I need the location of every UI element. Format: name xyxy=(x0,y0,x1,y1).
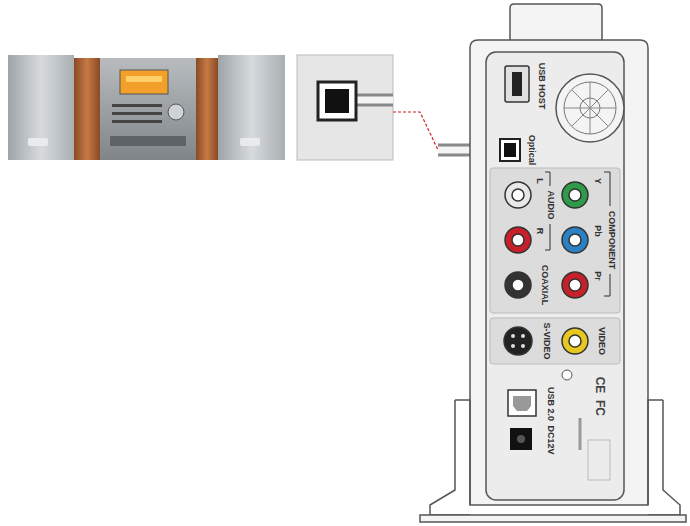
port-label: L xyxy=(535,178,544,184)
port-panel xyxy=(490,66,624,480)
player-housing xyxy=(420,4,686,522)
port-label: COMPONENT xyxy=(607,211,616,270)
port-label: USB 2.0 xyxy=(546,387,555,421)
port-label: Optical xyxy=(527,135,536,166)
zoom-inset xyxy=(297,55,393,160)
logo-mark: FC xyxy=(594,400,606,416)
port-label: DC12V xyxy=(546,425,555,454)
port-label: USB HOST xyxy=(537,63,546,110)
port-label: Y xyxy=(593,178,602,184)
port-label: R xyxy=(535,228,544,235)
bracket xyxy=(545,172,610,296)
port-label: VIDEO xyxy=(597,327,606,355)
port-label: Pb xyxy=(593,225,602,237)
stereo-system xyxy=(8,55,285,160)
port-label: S-VIDEO xyxy=(542,322,551,359)
port-label: AUDIO xyxy=(546,191,555,220)
port-label: Pr xyxy=(593,271,602,281)
port-label: COAXIAL xyxy=(540,265,549,306)
leader-line xyxy=(393,112,438,150)
logo-mark: CE xyxy=(594,377,606,394)
